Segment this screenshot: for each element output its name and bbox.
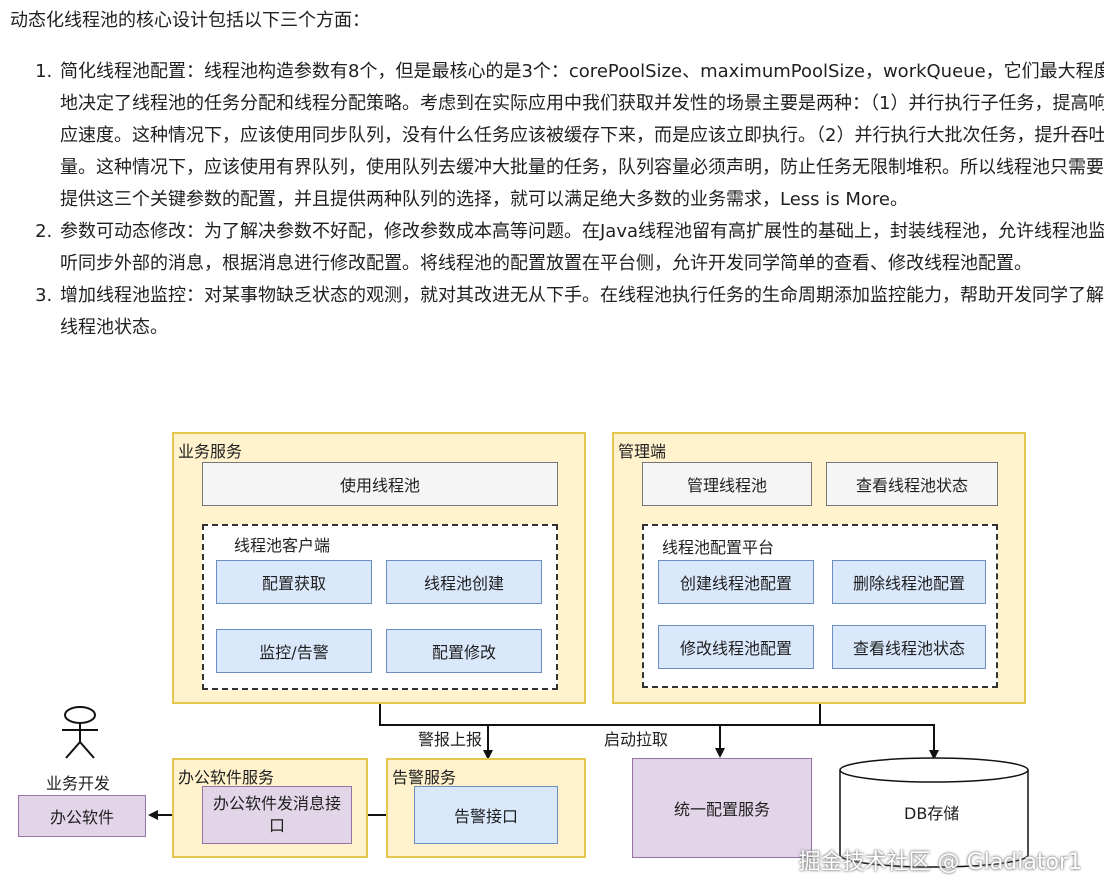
thread-pool-client-title: 线程池客户端	[234, 536, 331, 555]
unified-config-service-box: 统一配置服务	[632, 758, 812, 858]
db-cylinder-shape	[839, 757, 1029, 868]
view-pool-status-box: 查看线程池状态	[826, 462, 998, 506]
config-fetch-box: 配置获取	[216, 560, 372, 604]
thread-pool-client-group: 线程池客户端	[202, 524, 558, 690]
office-message-interface-box: 办公软件发消息接口	[202, 786, 352, 844]
admin-title: 管理端	[618, 442, 667, 461]
intro-text: 动态化线程池的核心设计包括以下三个方面：	[10, 10, 370, 31]
business-service-title: 业务服务	[178, 442, 243, 461]
design-point: 简化线程池配置：线程池构造参数有8个，但是最核心的是3个：corePoolSiz…	[58, 56, 1104, 216]
office-service-title: 办公软件服务	[178, 768, 275, 787]
delete-pool-config-box: 删除线程池配置	[832, 560, 986, 604]
architecture-diagram: 业务服务 使用线程池 线程池客户端 配置获取 线程池创建 监控/告警 配置修改 …	[0, 420, 1104, 896]
start-pull-label: 启动拉取	[604, 730, 669, 749]
design-points-list: 简化线程池配置：线程池构造参数有8个，但是最核心的是3个：corePoolSiz…	[26, 56, 1104, 344]
design-point: 参数可动态修改：为了解决参数不好配，修改参数成本高等问题。在Java线程池留有高…	[58, 216, 1104, 280]
watermark: 掘金技术社区 @ Gladiator1	[798, 850, 1082, 875]
alarm-interface-box: 告警接口	[414, 786, 558, 844]
create-pool-config-box: 创建线程池配置	[658, 560, 814, 604]
diagram-connectors	[62, 506, 1029, 868]
design-point: 增加线程池监控：对某事物缺乏状态的观测，就对其改进无从下手。在线程池执行任务的生…	[58, 280, 1104, 344]
manage-thread-pool-box: 管理线程池	[642, 462, 812, 506]
pool-config-platform-title: 线程池配置平台	[662, 538, 775, 557]
alert-report-label: 警报上报	[418, 730, 483, 749]
pool-create-box: 线程池创建	[386, 560, 542, 604]
monitor-alert-box: 监控/告警	[216, 629, 372, 673]
config-modify-box: 配置修改	[386, 629, 542, 673]
use-thread-pool-box: 使用线程池	[202, 462, 558, 506]
developer-actor-figure	[62, 706, 98, 759]
developer-actor-label: 业务开发	[46, 774, 111, 793]
db-storage-label: DB存储	[904, 804, 960, 823]
office-app-box: 办公软件	[18, 795, 146, 837]
modify-pool-config-box: 修改线程池配置	[658, 625, 814, 669]
view-pool-status-platform-box: 查看线程池状态	[832, 625, 986, 669]
alarm-service-title: 告警服务	[392, 768, 457, 787]
